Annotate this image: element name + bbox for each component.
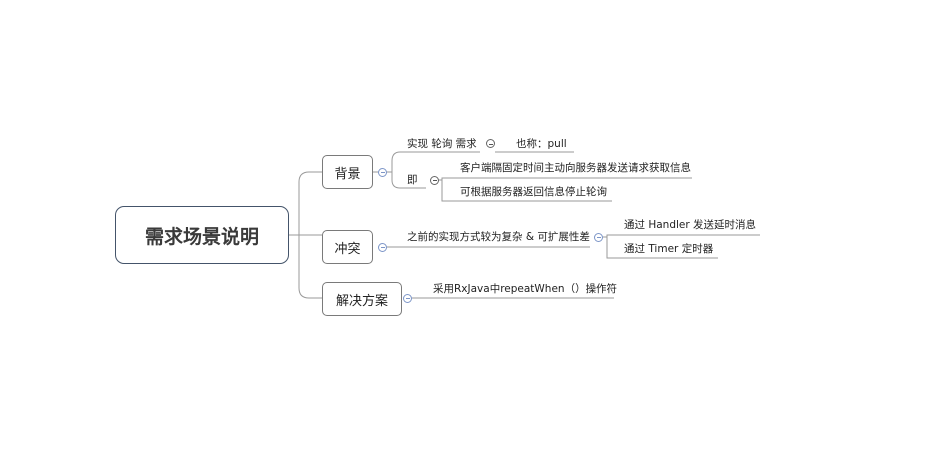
root-topic[interactable]: 需求场景说明 (115, 206, 289, 264)
topic-handler-delay[interactable]: 通过 Handler 发送延时消息 (624, 219, 757, 231)
branch-solution[interactable]: 解决方案 (322, 282, 402, 316)
collapse-conflict-icon[interactable] (378, 242, 387, 252)
topic-rxjava-repeatwhen[interactable]: 采用RxJava中repeatWhen（）操作符 (433, 283, 618, 295)
collapse-background-icon[interactable] (378, 167, 387, 177)
collapse-solution-icon[interactable] (403, 293, 412, 303)
branch-solution-label: 解决方案 (335, 293, 388, 309)
branch-conflict[interactable]: 冲突 (322, 230, 373, 264)
root-topic-label: 需求场景说明 (144, 225, 259, 248)
connector-previous-detail-2 (605, 236, 718, 259)
branch-background-label: 背景 (334, 166, 361, 182)
collapse-previous-icon[interactable] (594, 232, 603, 242)
topic-stop-polling[interactable]: 可根据服务器返回信息停止轮询 (460, 186, 607, 198)
connector-ie-detail-2 (441, 180, 612, 202)
topic-previous-implementation[interactable]: 之前的实现方式较为复杂 & 可扩展性差 (407, 231, 590, 243)
connector-root-background (298, 171, 322, 235)
topic-implement-polling[interactable]: 实现 轮询 需求 (407, 138, 477, 150)
topic-timer[interactable]: 通过 Timer 定时器 (624, 243, 714, 255)
topic-client-request[interactable]: 客户端隔固定时间主动向服务器发送请求获取信息 (460, 162, 691, 174)
collapse-implement-icon[interactable] (486, 139, 495, 148)
connector-background-implement (387, 151, 480, 173)
connector-previous-detail-1 (605, 234, 760, 238)
branch-conflict-label: 冲突 (334, 241, 361, 257)
collapse-ie-icon[interactable] (430, 175, 439, 185)
connector-background-ie (391, 172, 426, 189)
topic-also-called-pull[interactable]: 也称：pull (516, 138, 567, 150)
topic-ie[interactable]: 即 (407, 174, 418, 186)
connector-ie-detail-1 (441, 177, 692, 180)
connector-root-solution (298, 235, 322, 299)
branch-background[interactable]: 背景 (322, 155, 373, 189)
